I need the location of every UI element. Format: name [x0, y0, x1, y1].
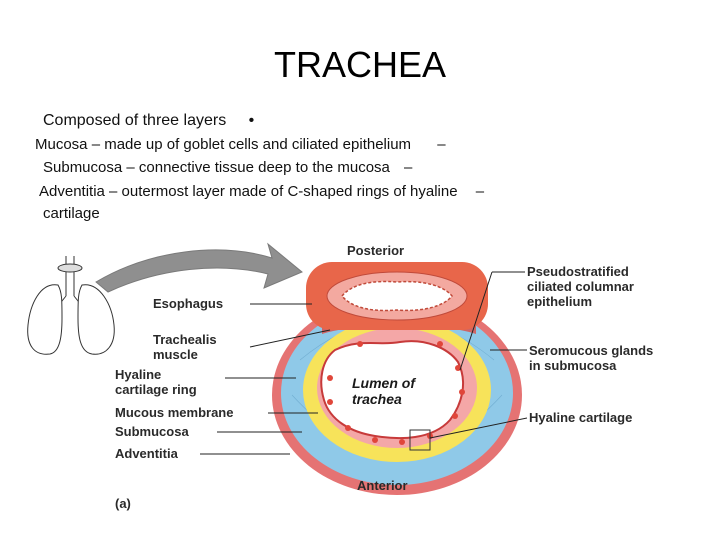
pointer-arrow [95, 242, 303, 293]
lumen [320, 340, 465, 440]
bullet-text: Composed of three layers [43, 112, 227, 129]
bullet-mucosa: Mucosa – made up of goblet cells and cil… [35, 136, 446, 153]
leader-lines [200, 271, 528, 455]
label-pseudostratified-line3: epithelium [527, 294, 592, 309]
slide-title: TRACHEA [273, 44, 447, 85]
detail-box [409, 429, 431, 451]
bullet-cartilage-continued: cartilage [43, 205, 100, 222]
trachea-rings [272, 262, 522, 495]
label-adventitia: Adventitia [115, 446, 179, 461]
label-seromucous-line1: Seromucous glands [529, 343, 653, 358]
label-esophagus: Esophagus [153, 296, 223, 311]
bullet-text: Adventitia – outermost layer made of C-s… [39, 183, 458, 200]
bullet-text: Mucosa – made up of goblet cells and cil… [35, 136, 412, 153]
label-seromucous-line2: in submucosa [529, 358, 617, 373]
label-pseudostratified-line1: Pseudostratified [527, 264, 629, 279]
label-lumen-line1: Lumen of [352, 375, 416, 391]
label-hyaline-ring-line2: cartilage ring [115, 382, 197, 397]
label-posterior: Posterior [347, 243, 404, 258]
bullet-marker: • [248, 112, 255, 129]
bullet-marker: – [475, 183, 485, 200]
label-hyaline-ring-line1: Hyaline [115, 367, 161, 382]
bullet-marker: – [404, 159, 413, 176]
label-mucous-membrane: Mucous membrane [115, 405, 233, 420]
bullet-submucosa: Submucosa – connective tissue deep to th… [43, 159, 412, 176]
bullet-three-layers: Composed of three layers • [43, 112, 254, 130]
esophagus [306, 262, 488, 330]
bullet-marker: – [437, 136, 446, 153]
lungs-thumbnail-icon [27, 256, 115, 355]
label-trachealis-line2: muscle [153, 347, 198, 362]
bullet-text: Submucosa – connective tissue deep to th… [43, 159, 390, 176]
label-hyaline-cartilage: Hyaline cartilage [529, 410, 632, 425]
label-anterior: Anterior [357, 478, 408, 493]
seromucous-glands [327, 341, 465, 445]
label-lumen-line2: trachea [352, 391, 402, 407]
label-trachealis-line1: Trachealis [153, 332, 217, 347]
label-submucosa: Submucosa [115, 424, 189, 439]
bullet-text: cartilage [43, 205, 100, 222]
label-pseudostratified-line2: ciliated columnar [527, 279, 634, 294]
bullet-adventitia: Adventitia – outermost layer made of C-s… [39, 183, 484, 200]
label-panel-a: (a) [115, 496, 131, 511]
